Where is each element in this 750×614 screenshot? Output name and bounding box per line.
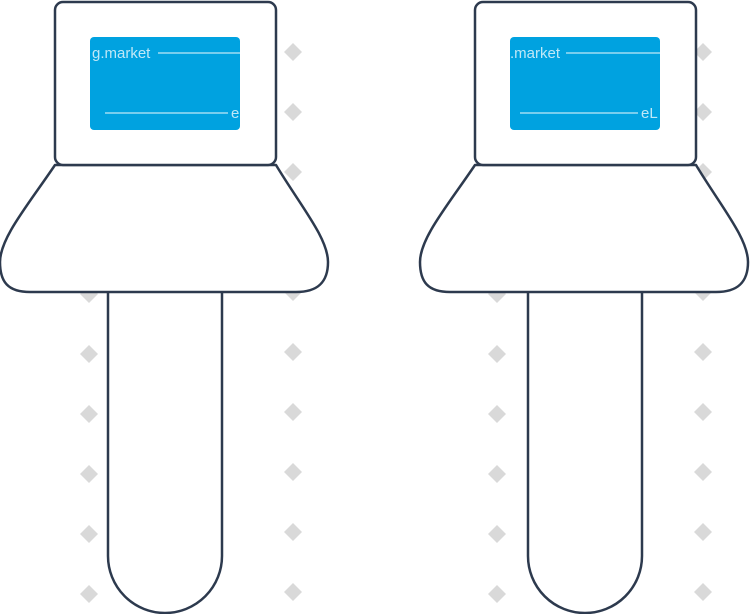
right-device: .market eL bbox=[418, 0, 750, 614]
watermark-diamond bbox=[80, 345, 98, 363]
watermark-diamond bbox=[694, 343, 712, 361]
watermark-diamond bbox=[488, 585, 506, 603]
watermark-diamond bbox=[80, 405, 98, 423]
watermark-diamond bbox=[488, 525, 506, 543]
watermark-diamond bbox=[694, 403, 712, 421]
right-device-base bbox=[418, 163, 750, 294]
watermark-diamond bbox=[284, 103, 302, 121]
watermark-diamond bbox=[284, 343, 302, 361]
watermark-diamond bbox=[284, 463, 302, 481]
watermark-diamond bbox=[488, 345, 506, 363]
right-watermark-bottom-text: eL bbox=[641, 105, 658, 122]
watermark-diamond bbox=[284, 523, 302, 541]
watermark-diamond bbox=[694, 583, 712, 601]
watermark-diamond bbox=[488, 465, 506, 483]
watermark-diamond bbox=[694, 103, 712, 121]
watermark-diamond bbox=[284, 43, 302, 61]
right-watermark-top-text: .market bbox=[510, 45, 561, 62]
right-screen-watermark: .market eL bbox=[510, 45, 660, 122]
watermark-diamond bbox=[284, 163, 302, 181]
left-watermark-top-text: g.market bbox=[92, 45, 151, 62]
left-device-base bbox=[0, 163, 330, 294]
watermark-diamond bbox=[80, 525, 98, 543]
watermark-diamond bbox=[284, 403, 302, 421]
watermark-diamond bbox=[694, 523, 712, 541]
watermark-diamond bbox=[488, 405, 506, 423]
left-device: g.market e bbox=[0, 0, 330, 614]
left-watermark-bottom-text: e bbox=[231, 105, 239, 122]
watermark-diamond bbox=[80, 585, 98, 603]
left-screen-watermark: g.market e bbox=[92, 45, 240, 122]
watermark-diamond bbox=[694, 463, 712, 481]
watermark-diamond bbox=[284, 583, 302, 601]
watermark-diamond bbox=[80, 465, 98, 483]
left-device-screen bbox=[90, 37, 240, 130]
watermark-diamond bbox=[694, 43, 712, 61]
right-device-stem bbox=[526, 286, 644, 614]
left-device-stem bbox=[106, 286, 224, 614]
right-device-screen bbox=[510, 37, 660, 130]
